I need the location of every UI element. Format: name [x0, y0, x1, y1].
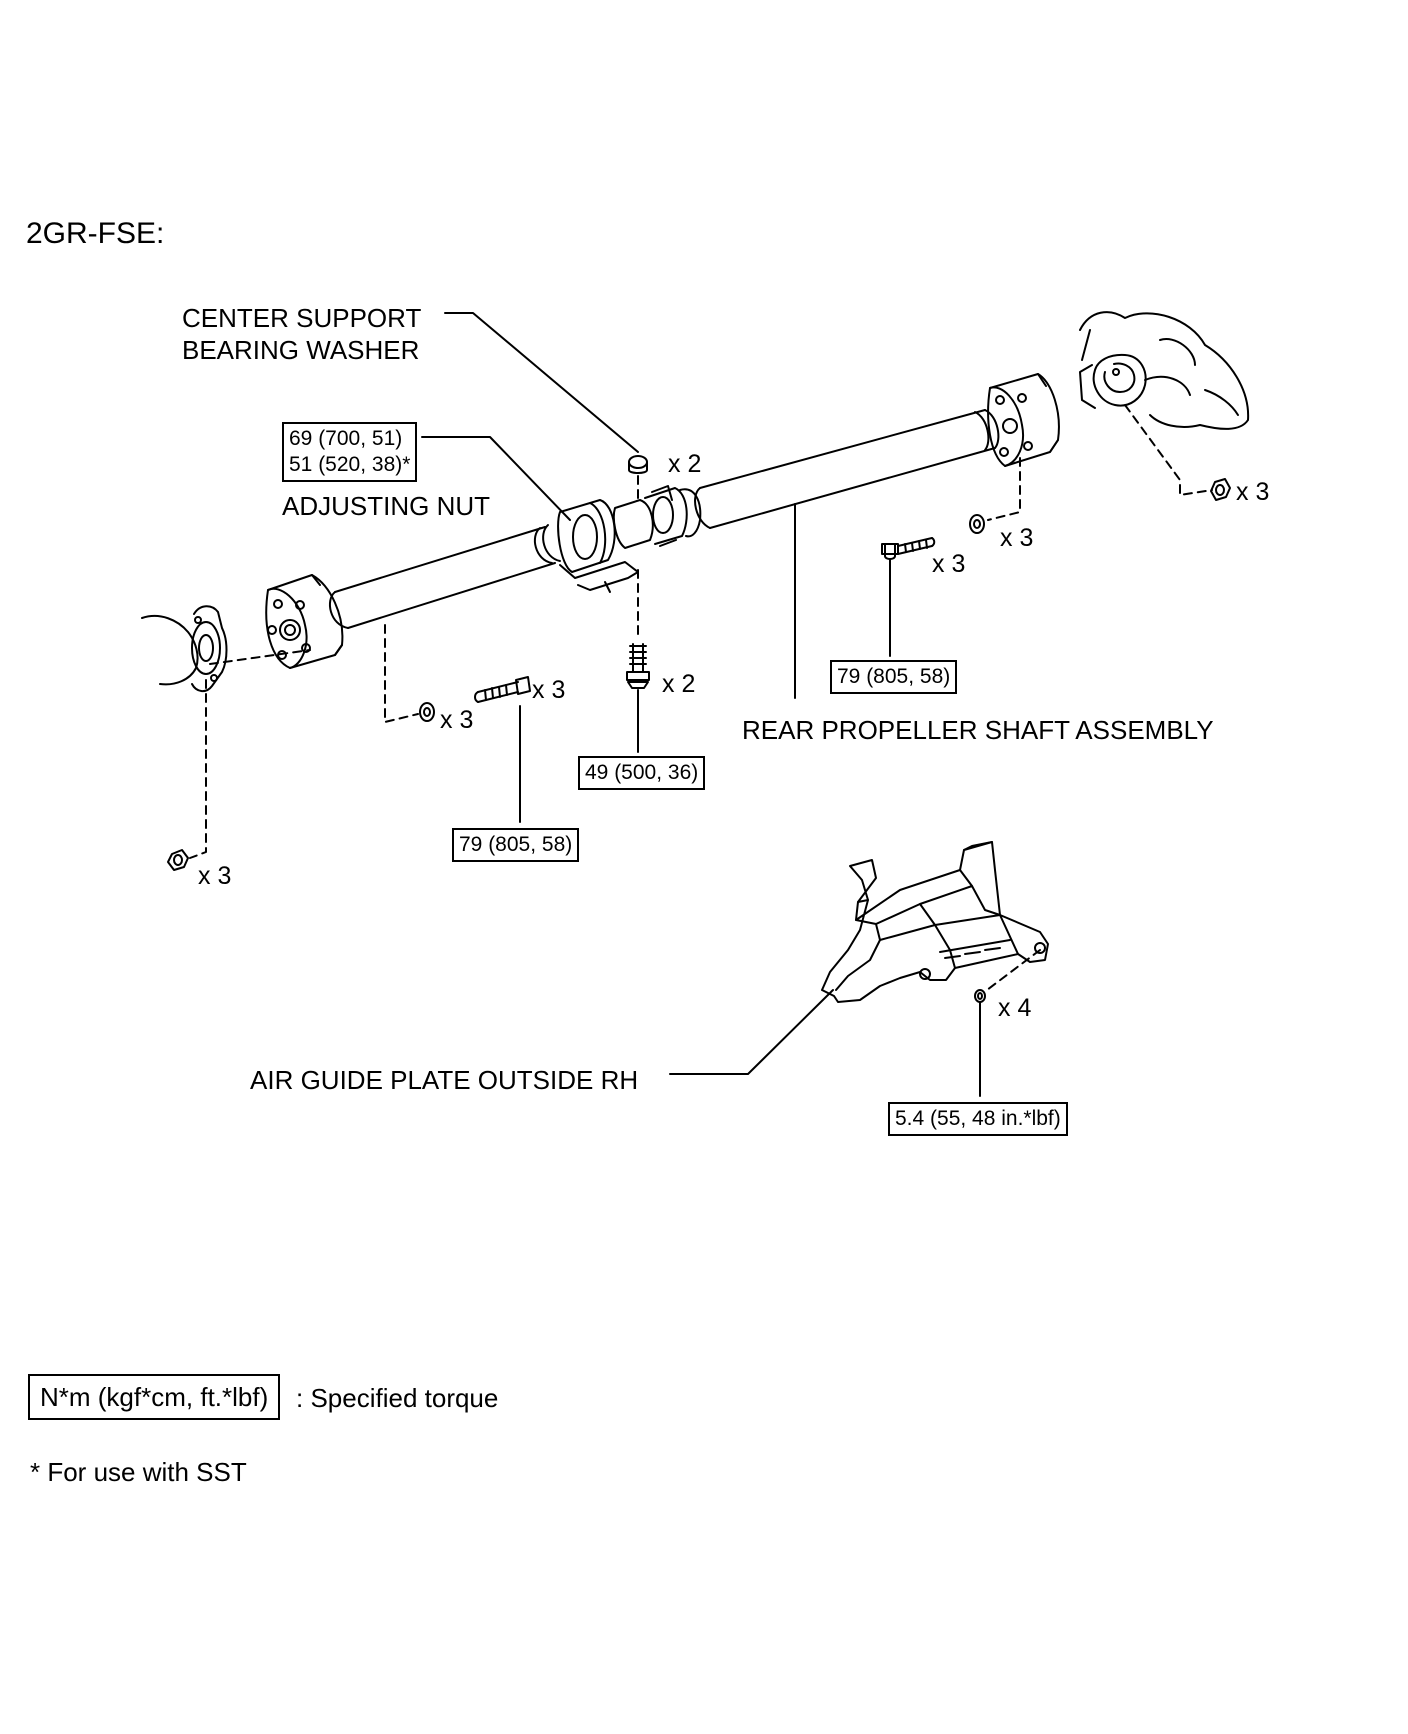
rear-nut-part: [1210, 478, 1231, 501]
transmission-flange-drawing: [141, 605, 228, 692]
front-washer-quantity: x 3: [440, 706, 474, 734]
adjusting-nut-torque-line1: 69 (700, 51): [289, 427, 403, 450]
bearing-washer-part: [628, 455, 648, 474]
air-guide-bolt-quantity: x 4: [998, 994, 1032, 1022]
center-bolt-part: [626, 643, 650, 689]
leader-lines: [421, 312, 981, 1097]
front-nut-quantity: x 3: [198, 862, 232, 890]
rear-differential-drawing: [1079, 311, 1250, 430]
torque-unit-legend-box: N*m (kgf*cm, ft.*lbf): [28, 1374, 281, 1420]
center-support-washer-label-line2: BEARING WASHER: [182, 335, 420, 365]
center-universal-joint: [612, 485, 702, 549]
center-support-bolt-torque-box: 49 (500, 36): [578, 756, 706, 790]
front-nut-part: [167, 849, 189, 871]
rear-flange-bolt-part: [881, 537, 936, 560]
adjusting-nut-torque-line2: 51 (520, 38)*: [289, 453, 411, 476]
washer-quantity: x 2: [668, 450, 702, 478]
air-guide-plate-part: [821, 841, 1049, 1003]
rear-washer-quantity: x 3: [1000, 524, 1034, 552]
front-washer-part: [419, 702, 435, 722]
sst-note: * For use with SST: [30, 1457, 247, 1487]
rear-flange-bolt-torque-box: 79 (805, 58): [830, 660, 958, 694]
front-flange-bolt-torque-box: 79 (805, 58): [452, 828, 580, 862]
center-bolt-quantity: x 2: [662, 670, 696, 698]
front-flange-bolt-part: [474, 676, 531, 703]
adjusting-nut-label: ADJUSTING NUT: [282, 491, 490, 521]
adjusting-nut-torque-box: 69 (700, 51) 51 (520, 38)*: [282, 422, 418, 482]
installation-lines: [189, 404, 1213, 991]
front-flexible-coupling: [265, 574, 344, 669]
air-guide-bolt-part: [974, 989, 986, 1003]
rear-nut-quantity: x 3: [1236, 478, 1270, 506]
center-support-washer-label-line1: CENTER SUPPORT: [182, 303, 422, 333]
rear-propeller-shaft-label: REAR PROPELLER SHAFT ASSEMBLY: [742, 715, 1214, 745]
air-guide-bolt-torque-box: 5.4 (55, 48 in.*lbf): [888, 1102, 1068, 1136]
air-guide-plate-label: AIR GUIDE PLATE OUTSIDE RH: [250, 1065, 639, 1095]
front-shaft-tube: [328, 524, 561, 629]
rear-bolt-quantity: x 3: [932, 550, 966, 578]
front-bolt-quantity: x 3: [532, 676, 566, 704]
center-support-bearing: [557, 499, 639, 593]
rear-flexible-coupling: [987, 373, 1060, 467]
rear-shaft-tube: [694, 409, 1000, 529]
engine-label: 2GR-FSE:: [26, 217, 165, 250]
rear-washer-part: [969, 514, 985, 534]
torque-unit-description: : Specified torque: [296, 1383, 499, 1413]
